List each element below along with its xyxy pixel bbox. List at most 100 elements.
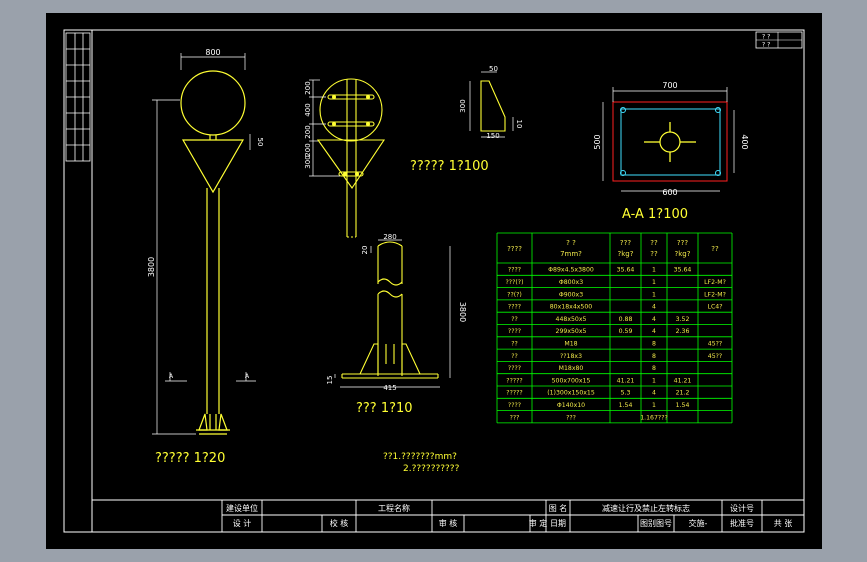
bom-cell: 1.54 <box>619 402 633 409</box>
detail-dim-4: 300 <box>304 155 312 168</box>
bom-cell: 8 <box>652 340 656 347</box>
tb-unit-label: 建设单位 <box>226 503 258 513</box>
bom-cell: 3.52 <box>676 316 690 323</box>
title-block: 建设单位 工程名称 图 名 减速让行及禁止左转标志 设计号 设 计 校 核 审 … <box>92 499 804 532</box>
bom-cell: 35.64 <box>617 267 635 274</box>
gusset-dim-bottom: 150 <box>486 132 499 140</box>
bom-cell: LF2-M? <box>704 279 726 286</box>
bom-header-cell: ???? <box>507 245 522 253</box>
bom-cell: 21.2 <box>676 390 690 397</box>
triangle-sign <box>181 139 245 194</box>
tb-review-label: 审 核 <box>439 518 458 528</box>
drawing-frame <box>63 29 805 533</box>
bom-cell: 8 <box>652 353 656 360</box>
gusset-dim-right: 10 <box>515 120 523 129</box>
tb-design-no-label: 设计号 <box>730 503 754 513</box>
bom-cell: 1 <box>652 291 656 298</box>
bom-cell: (1)300x150x15 <box>547 390 595 397</box>
bom-cell: ???? <box>508 267 521 274</box>
bom-cell: 80x18x4x500 <box>550 304 593 311</box>
plan-dim-bottom: 600 <box>662 188 677 197</box>
tb-copy-label: 共 张 <box>774 519 793 528</box>
bom-header-cell: ?kg? <box>618 250 634 258</box>
tb-drawing-label: 图 名 <box>549 503 568 513</box>
bom-cell: 1 <box>652 267 656 274</box>
bom-header-cell: ??? <box>620 239 631 247</box>
bom-header-cell: ?? <box>711 245 719 253</box>
base-dim-height: 3800 <box>458 302 467 322</box>
corner-line1: ? ? <box>762 34 770 41</box>
bom-header-cell: ? ? <box>566 239 576 247</box>
detail-dim-3: 200 <box>304 143 312 156</box>
bom-cell: 448x50x5 <box>556 316 587 323</box>
round-sign <box>180 70 246 136</box>
plan-view-label: A-A 1?100 <box>622 207 688 222</box>
detail-view-side: 200 400 200 200 300 ????? 1?100 <box>304 78 489 238</box>
revision-strip <box>65 32 91 162</box>
bom-cell: ?? <box>511 340 518 347</box>
bom-cell: 35.64 <box>674 267 692 274</box>
bom-cell: LF2-M? <box>704 291 726 298</box>
bom-cell: 45?? <box>708 353 722 360</box>
base-dim-bottom: 415 <box>383 384 396 392</box>
bom-cell: ????? <box>506 390 522 397</box>
front-dim-side: 50 <box>256 138 264 147</box>
bom-cell: ???? <box>508 304 521 311</box>
bom-cell: Φ89x4.5x3800 <box>548 267 594 274</box>
section-mark-left: A <box>169 373 174 380</box>
note-1: ??1.???????mm? <box>383 452 457 462</box>
tb-approve-label: 审 定 <box>529 518 548 528</box>
section-mark-right: A <box>245 373 250 380</box>
detail-dim-1: 400 <box>304 103 312 116</box>
corner-block: ? ? ? ? <box>755 31 803 49</box>
base-detail-label: ??? 1?10 <box>356 401 413 416</box>
bom-cell: ???(?) <box>506 279 524 286</box>
bom-cell: Φ140x10 <box>557 402 585 409</box>
bom-cell: ????? <box>506 377 522 384</box>
tb-project-label: 工程名称 <box>378 503 410 513</box>
bom-cell: ???? <box>508 402 521 409</box>
bom-cell: 1 <box>652 377 656 384</box>
detail-dim-0: 200 <box>304 81 312 94</box>
corner-line2: ? ? <box>762 42 770 49</box>
tb-sheet-value: 交施- <box>689 518 708 528</box>
bom-cell: 41.21 <box>674 377 692 384</box>
tb-date-label: 日期 <box>550 519 566 528</box>
bom-cell: 5.3 <box>621 390 631 397</box>
base-dim-small: 20 <box>361 246 369 255</box>
tb-check-label: 校 核 <box>330 518 349 528</box>
bom-cell: 41.21 <box>617 377 635 384</box>
bom-header-cell: ?kg? <box>675 250 691 258</box>
front-view-label: ????? 1?20 <box>155 451 225 466</box>
base-dim-plate: 15 <box>326 376 334 385</box>
front-dim-width: 800 <box>205 48 220 57</box>
bom-cell: M18 <box>564 340 577 347</box>
bom-cell: ???? <box>508 365 521 372</box>
bom-cell: 0.59 <box>619 328 633 335</box>
bom-cell: ??? <box>510 414 520 421</box>
gusset-view: 50 300 150 10 <box>459 65 523 140</box>
bom-cell: 4 <box>652 328 656 335</box>
bom-table: ???? ? ? 7mm???? ?kg???????? ?kg??????? Φ89x4… <box>496 232 733 424</box>
bom-cell: 4 <box>652 316 656 323</box>
bom-header-cell: ??? <box>677 239 688 247</box>
bom-cell: ??(?) <box>507 291 522 298</box>
gusset-dim-left: 300 <box>459 99 467 112</box>
bom-header-cell: 7mm? <box>560 250 582 258</box>
tb-appr-label: 批准号 <box>730 518 754 528</box>
bom-cell: 1 <box>652 279 656 286</box>
bom-cell: ?? <box>511 353 518 360</box>
detail-view-label: ????? 1?100 <box>410 159 489 174</box>
base-detail: 280 20 3800 415 15 ??? 1?10 <box>326 233 467 416</box>
bom-cell: 45?? <box>708 340 722 347</box>
bom-header-cell: ?? <box>650 250 658 258</box>
bom-cell: ??? <box>566 414 576 421</box>
note-2: 2.?????????? <box>403 464 460 474</box>
bom-cell: ???? <box>508 328 521 335</box>
bom-cell: 1.54 <box>676 402 690 409</box>
tb-drawing-name: 减速让行及禁止左转标志 <box>602 503 690 513</box>
plan-dim-right: 400 <box>740 134 749 149</box>
gusset-dim-top: 50 <box>489 65 498 73</box>
